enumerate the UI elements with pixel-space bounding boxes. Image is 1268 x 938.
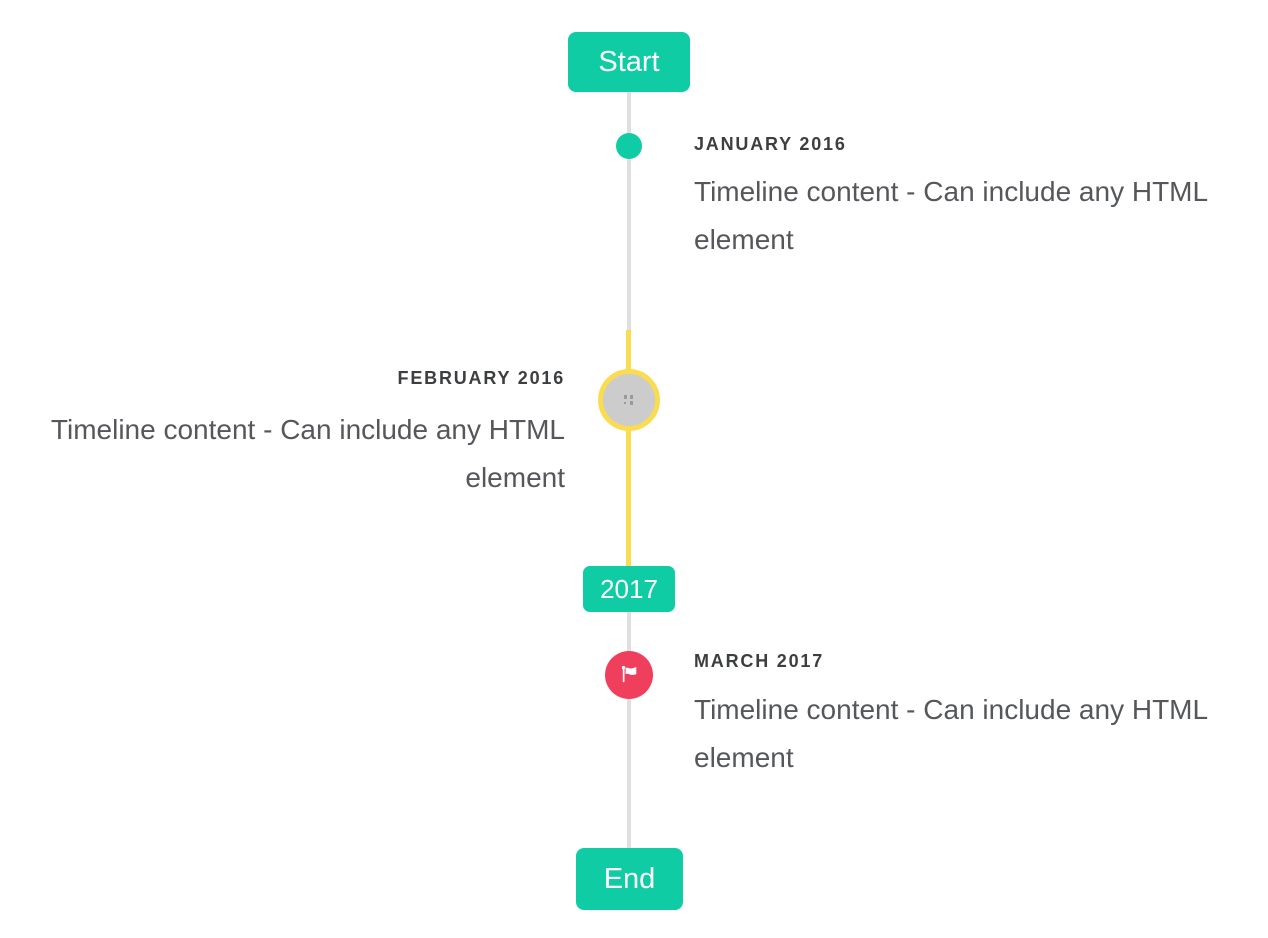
entry-heading: FEBRUARY 2016: [397, 368, 565, 388]
broken-image-icon: [622, 393, 636, 407]
end-button[interactable]: End: [576, 848, 683, 910]
timeline-marker-dot: [616, 133, 642, 159]
timeline-line-highlight: [626, 330, 631, 567]
year-badge: 2017: [583, 566, 675, 612]
entry-content: Timeline content - Can include any HTML …: [50, 414, 565, 493]
timeline-marker-flag: [605, 651, 653, 699]
year-badge-label: 2017: [600, 573, 658, 604]
entry-content: Timeline content - Can include any HTML …: [694, 694, 1208, 773]
timeline-marker-image: [598, 369, 660, 431]
entry-heading: JANUARY 2016: [694, 134, 847, 154]
entry-content: Timeline content - Can include any HTML …: [694, 176, 1208, 255]
entry-heading: MARCH 2017: [694, 651, 825, 671]
start-button[interactable]: Start: [568, 32, 690, 92]
start-button-label: Start: [598, 45, 660, 78]
end-button-label: End: [603, 862, 656, 895]
flag-icon: [617, 663, 641, 687]
